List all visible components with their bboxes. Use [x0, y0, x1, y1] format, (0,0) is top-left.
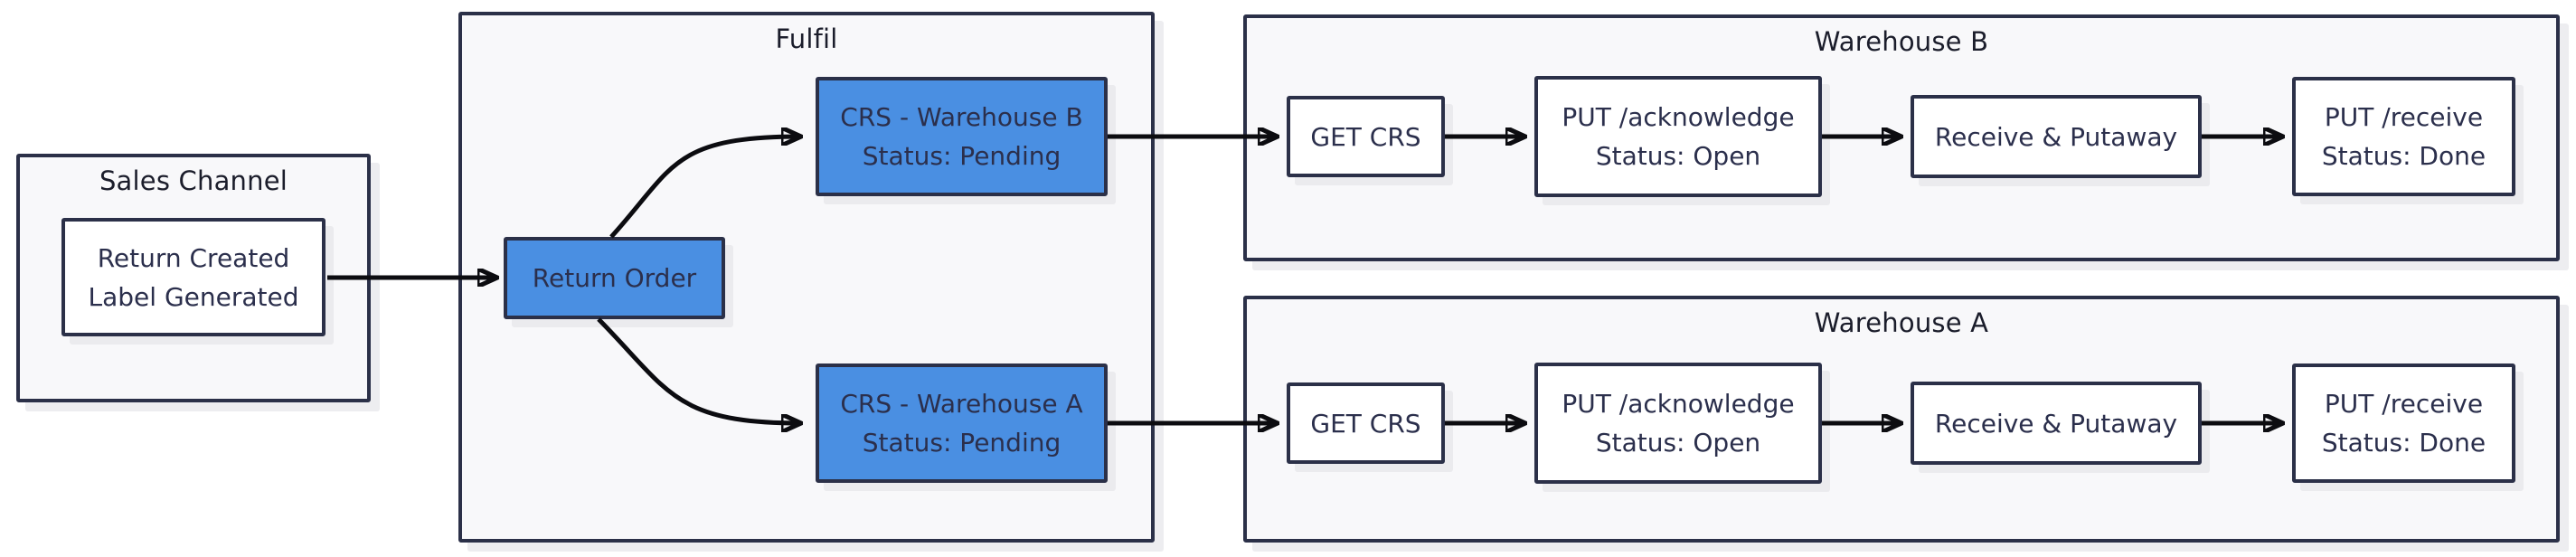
node-crs-warehouse-a: CRS - Warehouse A Status: Pending — [816, 363, 1108, 483]
node-status: Status: Pending — [862, 428, 1062, 458]
node-label: CRS - Warehouse A — [840, 389, 1083, 419]
node-wb-get-crs: GET CRS — [1287, 96, 1445, 177]
node-label: CRS - Warehouse B — [840, 102, 1083, 132]
container-title-sales-channel: Sales Channel — [99, 165, 288, 196]
node-label: PUT /acknowledge — [1562, 102, 1795, 132]
node-wa-put-acknowledge: PUT /acknowledge Status: Open — [1534, 363, 1822, 484]
node-wb-put-receive: PUT /receive Status: Done — [2292, 77, 2515, 196]
node-label: PUT /receive — [2324, 389, 2484, 419]
node-status: Status: Open — [1595, 428, 1761, 458]
node-label: Return Order — [532, 263, 697, 293]
node-wb-receive-putaway: Receive & Putaway — [1911, 95, 2202, 178]
node-label: Receive & Putaway — [1934, 121, 2178, 152]
node-status: Status: Open — [1595, 141, 1761, 171]
node-label: GET CRS — [1310, 121, 1421, 152]
node-status: Status: Done — [2321, 428, 2486, 458]
node-crs-warehouse-b: CRS - Warehouse B Status: Pending — [816, 77, 1108, 196]
node-status: Status: Pending — [862, 141, 1062, 171]
node-return-created: Return Created Label Generated — [61, 218, 326, 336]
container-title-fulfil: Fulfil — [775, 24, 838, 54]
node-label: Label Generated — [88, 281, 299, 312]
node-status: Status: Done — [2321, 141, 2486, 171]
node-wa-put-receive: PUT /receive Status: Done — [2292, 363, 2515, 483]
node-wb-put-acknowledge: PUT /acknowledge Status: Open — [1534, 76, 1822, 197]
container-title-warehouse-a: Warehouse A — [1814, 307, 1989, 338]
node-wa-get-crs: GET CRS — [1287, 382, 1445, 464]
node-label: PUT /acknowledge — [1562, 389, 1795, 419]
node-label: PUT /receive — [2324, 102, 2484, 132]
node-label: GET CRS — [1310, 408, 1421, 439]
node-label: Receive & Putaway — [1934, 408, 2178, 439]
node-return-order: Return Order — [504, 237, 725, 319]
node-label: Return Created — [97, 242, 290, 273]
node-wa-receive-putaway: Receive & Putaway — [1911, 382, 2202, 465]
container-title-warehouse-b: Warehouse B — [1814, 26, 1989, 57]
